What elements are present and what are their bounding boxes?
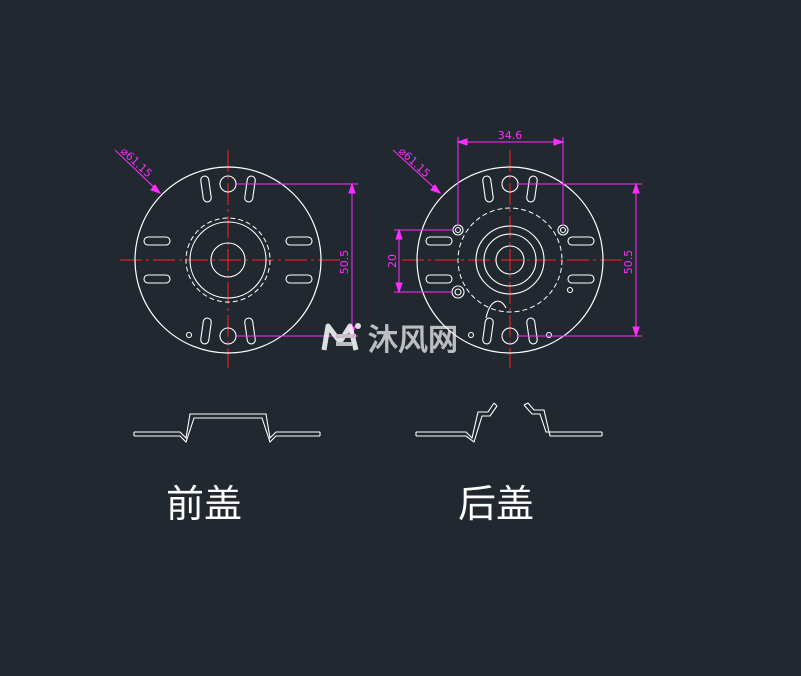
front-centerlines [120,150,340,368]
rear-hub-outer [475,225,545,295]
rear-radial-slots [425,175,595,345]
rear-diameter-text: ⌀61.15 [396,145,433,181]
front-dashed-boss [185,217,271,303]
front-diameter-text: ⌀61.15 [118,145,155,181]
rear-width-dimension [456,137,565,226]
rear-height-dim-text: 50.5 [622,250,635,275]
rear-hole-spacing-text: 20 [386,254,399,268]
rear-dashed-boss [457,207,563,313]
rear-hole-spacing-dimension [394,228,454,294]
front-cover-caption: 前盖 [166,482,242,526]
front-diameter-leader [114,149,162,194]
rear-centerlines [402,150,622,368]
watermark-text: 沐风网 [368,323,458,358]
front-bearing-hole [210,242,246,278]
front-hub-outer [189,221,267,299]
rear-height-dimension [518,182,642,338]
front-cover-side-profile [133,413,321,444]
watermark-logo [321,323,361,351]
front-cover-top-view: 50.5 ⌀61.15 [114,145,358,368]
front-outer-rim [134,166,322,354]
rear-cover-side-profile [415,402,603,443]
rear-diameter-leader [392,149,442,194]
rear-hub-inner [483,233,537,287]
rear-width-dim-text: 34.6 [498,129,523,142]
front-height-dim-text: 50.5 [338,250,351,275]
front-radial-slots [143,175,313,345]
watermark: 沐风网 [321,323,458,358]
rear-cover-caption: 后盖 [458,482,534,526]
rear-outer-rim [416,166,604,354]
rear-bearing-hole [495,245,525,275]
